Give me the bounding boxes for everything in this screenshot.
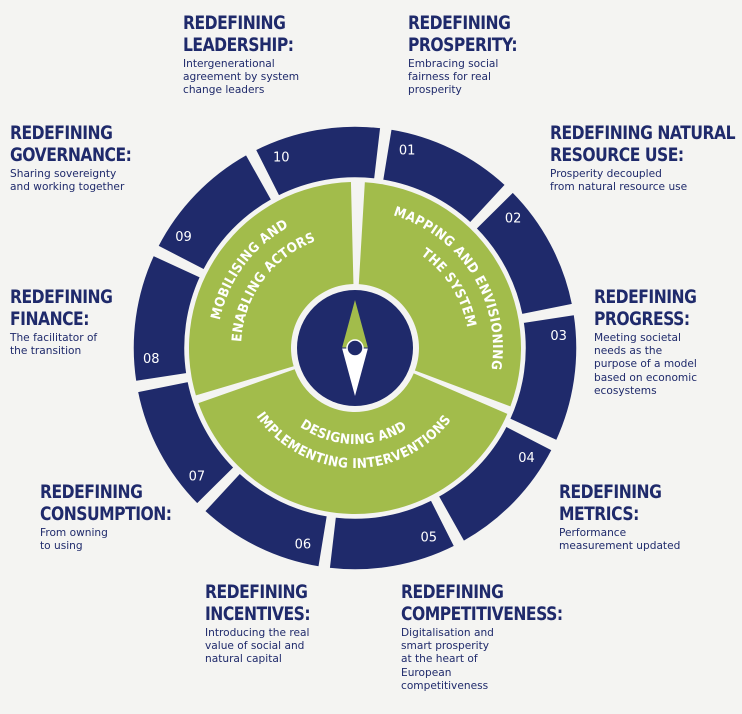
segment-10-number: 10 xyxy=(273,150,290,165)
segment-07-band xyxy=(136,380,236,506)
segment-05-number: 05 xyxy=(420,531,437,546)
segment-04-number: 04 xyxy=(518,451,535,466)
segment-01-number: 01 xyxy=(399,143,416,158)
segment-07-number: 07 xyxy=(189,469,206,484)
segment-07: 07 xyxy=(136,380,236,506)
segment-09-number: 09 xyxy=(175,230,192,245)
segment-08-number: 08 xyxy=(143,352,160,367)
segment-01: 01 xyxy=(381,128,507,225)
segment-10-band xyxy=(254,125,382,198)
segment-06-number: 06 xyxy=(295,538,312,553)
segment-04-band xyxy=(437,424,554,543)
segment-06: 06 xyxy=(203,471,329,568)
segment-03-number: 03 xyxy=(550,329,567,344)
segment-02-number: 02 xyxy=(505,212,522,227)
phase-mapping-sector xyxy=(358,182,521,407)
compass-needle-icon xyxy=(342,300,368,396)
segment-05-band xyxy=(328,498,456,571)
segment-05: 05 xyxy=(328,498,456,571)
segment-10: 10 xyxy=(254,125,382,198)
segment-03-band xyxy=(508,313,578,442)
segment-09-band xyxy=(156,153,273,272)
segment-09: 09 xyxy=(156,153,273,272)
segment-03: 03 xyxy=(508,313,578,442)
segment-06-band xyxy=(203,471,329,568)
segment-01-band xyxy=(381,128,507,225)
segment-02-band xyxy=(474,190,574,316)
segment-08: 08 xyxy=(132,254,202,383)
phase-mobilising-sector xyxy=(189,182,354,396)
segment-08-band xyxy=(132,254,202,383)
segment-04: 04 xyxy=(437,424,554,543)
phase-designing-sector xyxy=(198,369,508,514)
segment-02: 02 xyxy=(474,190,574,316)
